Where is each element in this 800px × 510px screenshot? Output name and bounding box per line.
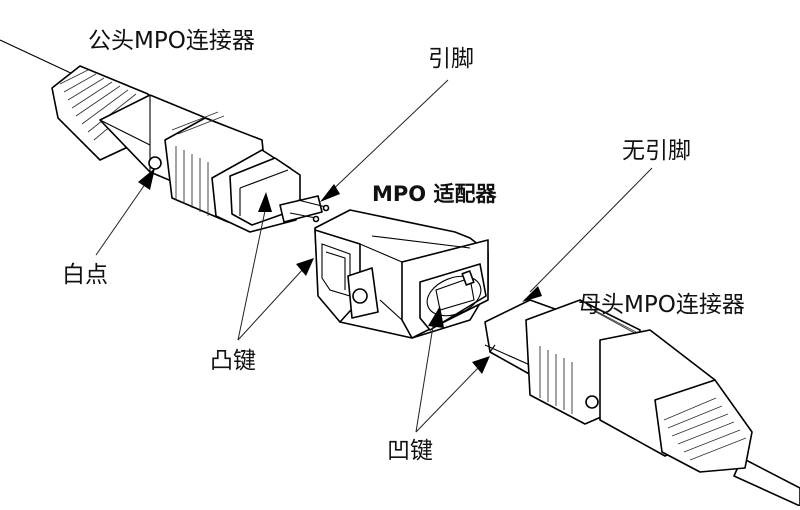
- male-white-dot: [148, 156, 162, 170]
- label-white-dot: 白点: [62, 262, 108, 288]
- arrow-key-down-adapter: [428, 306, 444, 328]
- leader-lines: [95, 79, 653, 433]
- label-no-pins: 无引脚: [622, 138, 691, 164]
- label-male-connector: 公头MPO连接器: [88, 28, 255, 54]
- adapter-mount-hole: [352, 288, 368, 304]
- female-white-dot: [585, 395, 599, 409]
- mpo-adapter: [314, 209, 489, 339]
- female-cable: [733, 457, 800, 507]
- female-boot: [654, 379, 753, 473]
- label-pins: 引脚: [428, 46, 474, 72]
- arrow-key-down-female: [472, 356, 490, 374]
- arrow-key-up-adapter: [296, 258, 314, 276]
- label-key-down: 凹键: [387, 438, 433, 464]
- male-mpo-connector: [0, 39, 330, 233]
- label-adapter: MPO 适配器: [372, 182, 497, 206]
- label-female-connector: 母头MPO连接器: [578, 292, 745, 318]
- arrow-key-up-male: [258, 192, 272, 212]
- arrow-pins: [320, 184, 340, 202]
- female-mpo-connector: [484, 299, 800, 507]
- arrow-no-pins: [522, 286, 542, 302]
- arrow-white-dot: [138, 168, 155, 190]
- label-key-up: 凸键: [210, 348, 256, 374]
